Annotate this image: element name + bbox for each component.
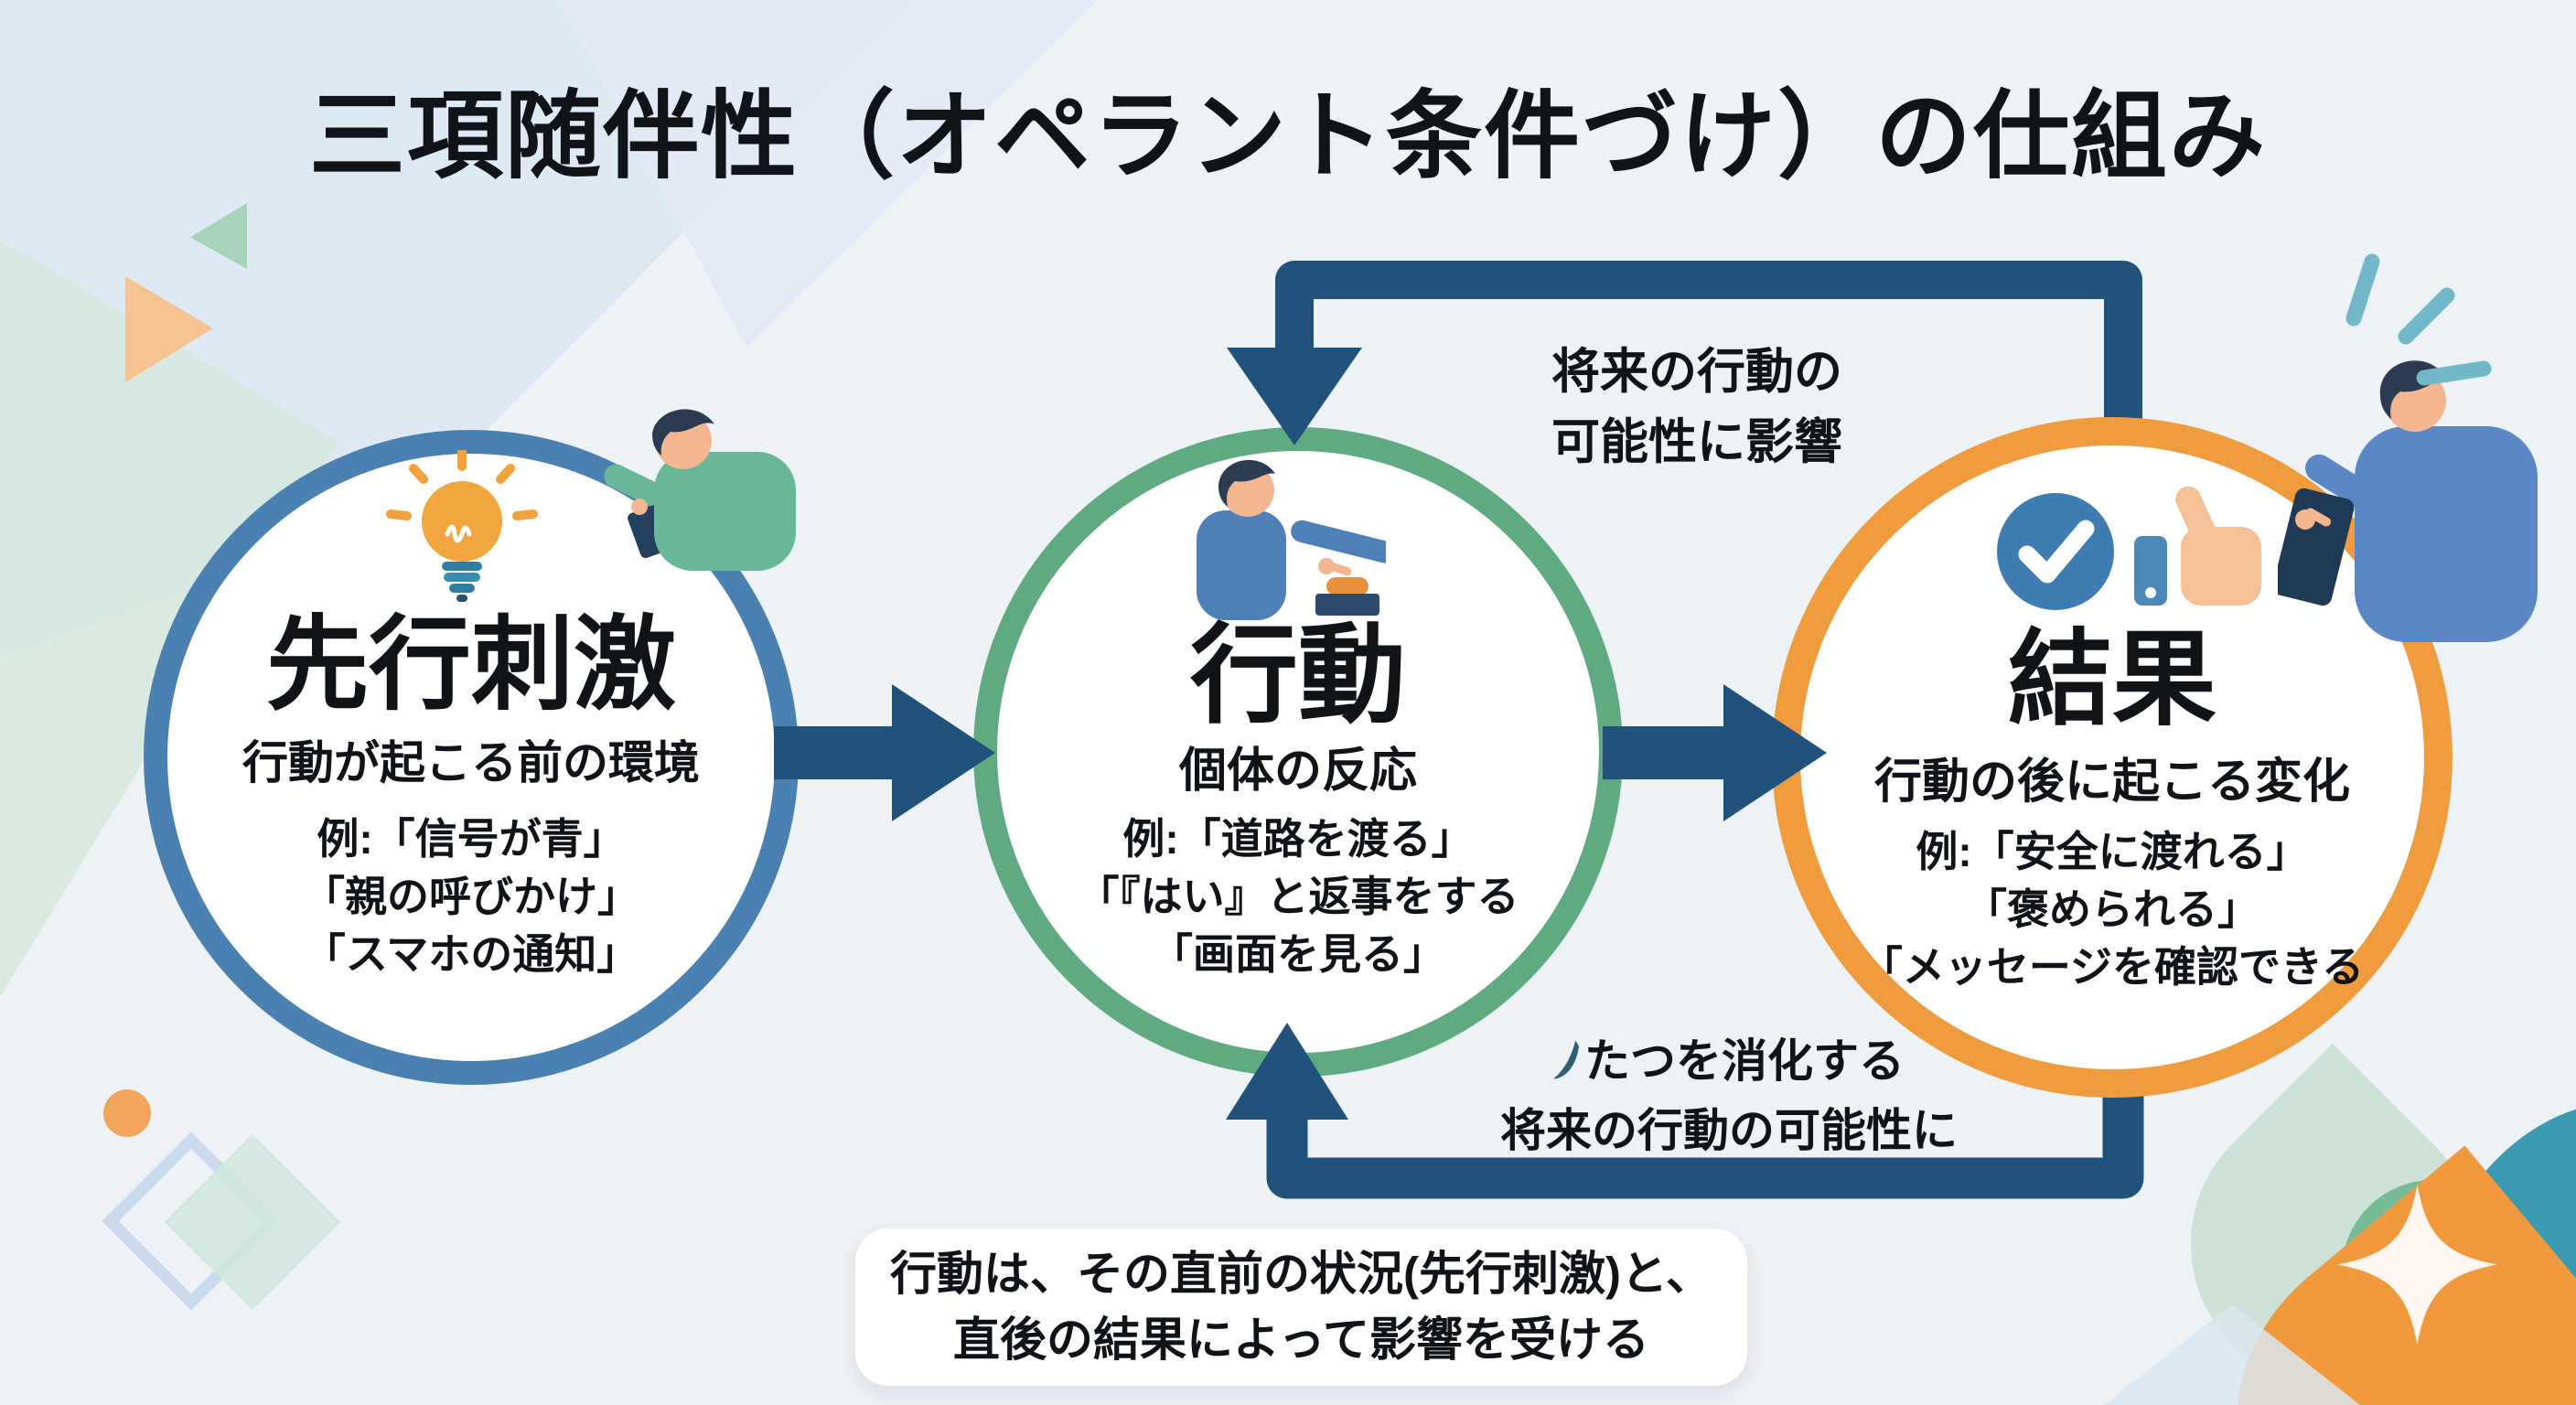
example-line: 「『はい』と返事をする <box>1077 873 1519 920</box>
node-title-behavior: 行動 <box>1189 616 1406 736</box>
example-line: 例:「安全に渡れる」 <box>1916 828 2309 875</box>
arrow-behavior-to-consequence-icon <box>1603 684 1827 821</box>
phone-icon <box>2134 536 2167 606</box>
example-line: 「親の呼びかけ」 <box>303 873 639 920</box>
feedback-bottom-line1-wrap: たつを消化する <box>1500 1026 1958 1096</box>
example-line: 例:「道路を渡る」 <box>1122 815 1474 863</box>
lightbulb-icon <box>386 450 538 602</box>
star-sparkle-icon <box>2337 1185 2497 1345</box>
down-arrowhead-icon <box>1227 348 1362 445</box>
up-arrowhead-icon <box>1226 1023 1348 1120</box>
check-circle-icon <box>1997 493 2114 610</box>
feedback-bottom-line1: たつを消化する <box>1584 1035 1905 1087</box>
feedback-top-line2: 可能性に影響 <box>1551 415 1842 469</box>
person-tablet-icon <box>2278 360 2538 642</box>
page-title: 三項随伴性（オペラント条件づけ）の仕組み <box>308 83 2267 190</box>
feedback-bottom-label: たつを消化する 将来の行動の可能性に <box>1500 1026 1958 1165</box>
node-subtitle-consequence: 行動の後に起こる変化 <box>1873 756 2350 809</box>
example-line: 例:「信号が青」 <box>317 815 626 863</box>
node-title-consequence: 結果 <box>2007 622 2216 738</box>
feedback-bottom-line2: 将来の行動の可能性に <box>1500 1105 1958 1156</box>
node-subtitle-behavior: 個体の反応 <box>1178 745 1417 798</box>
bottom-loop-bar <box>1266 1070 2144 1199</box>
arrow-antecedent-to-behavior-icon <box>774 684 995 821</box>
example-line: 「スマホの通知」 <box>303 930 639 978</box>
caption-line2: 直後の結果によって影響を受ける <box>953 1314 1649 1366</box>
phone-home-dot <box>2145 587 2156 598</box>
dot-orange-decor <box>103 1089 151 1137</box>
example-line: 「褒められる」 <box>1965 885 2259 933</box>
swoosh-mark-icon <box>1553 1040 1579 1079</box>
example-line: 「画面を見る」 <box>1151 930 1445 978</box>
node-examples-behavior: 例:「道路を渡る」 「『はい』と返事をする 「画面を見る」 <box>955 810 1641 983</box>
node-subtitle-antecedent: 行動が起こる前の環境 <box>242 737 700 788</box>
sparkle-strokes-icon <box>2345 253 2492 386</box>
node-examples-consequence: 例:「安全に渡れる」 「褒められる」 「メッセージを確認できる <box>1754 823 2471 996</box>
node-examples-antecedent: 例:「信号が青」 「親の呼びかけ」 「スマホの通知」 <box>144 810 799 983</box>
caption-line1: 行動は、その直前の状況(先行刺激)と、 <box>890 1248 1712 1300</box>
feedback-top-line1: 将来の行動の <box>1551 345 1842 399</box>
person-pressing-button-icon <box>1197 459 1386 620</box>
example-line: 「メッセージを確認できる <box>1860 943 2365 991</box>
person-tablet-icon <box>604 409 796 571</box>
caption-box: 行動は、その直前の状況(先行刺激)と、 直後の結果によって影響を受ける <box>855 1228 1747 1386</box>
feedback-top-label: 将来の行動の 可能性に影響 <box>1514 337 1880 477</box>
node-title-antecedent: 先行刺激 <box>266 607 676 722</box>
top-loop-bar <box>1275 261 2142 485</box>
thumbs-up-icon <box>2175 486 2261 606</box>
